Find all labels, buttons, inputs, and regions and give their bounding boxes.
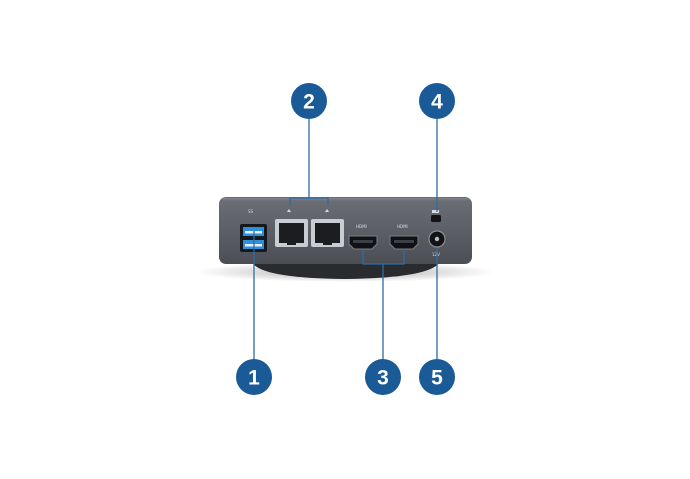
network-icon bbox=[325, 209, 329, 212]
dc-label: 12V bbox=[432, 252, 440, 257]
callout-4: 4 bbox=[419, 83, 455, 119]
callout-4-label: 4 bbox=[431, 91, 443, 114]
ethernet-port-1-socket bbox=[279, 223, 304, 243]
callout-3: 3 bbox=[365, 359, 401, 395]
leader-line-3 bbox=[362, 249, 405, 362]
ethernet-ports[interactable] bbox=[275, 209, 344, 247]
callout-5-label: 5 bbox=[431, 367, 443, 390]
lock-icon bbox=[432, 210, 439, 213]
callout-2-circle bbox=[291, 83, 327, 119]
hdmi-ports[interactable]: HDMI HDMI bbox=[348, 224, 419, 250]
leader-line-2 bbox=[289, 118, 329, 206]
chassis-top-edge bbox=[222, 198, 469, 201]
callout-5: 5 bbox=[419, 359, 455, 395]
hdmi-1-label: HDMI bbox=[356, 224, 367, 229]
callout-3-label: 3 bbox=[377, 367, 389, 390]
hdmi-2-label: HDMI bbox=[397, 224, 408, 229]
ethernet-port-2-socket bbox=[315, 223, 340, 243]
leader-lines bbox=[253, 118, 438, 362]
callout-2-label: 2 bbox=[303, 91, 315, 114]
callout-3-circle bbox=[365, 359, 401, 395]
callout-4-circle bbox=[419, 83, 455, 119]
hdmi-port-2-contact bbox=[394, 240, 414, 243]
ethernet-port-1-clip bbox=[287, 240, 296, 245]
network-icon bbox=[287, 209, 291, 212]
callout-1: 1 bbox=[236, 359, 272, 395]
callout-2: 2 bbox=[291, 83, 327, 119]
usb-ss-icon: SS bbox=[248, 209, 254, 214]
dc-power-jack[interactable]: 12V bbox=[428, 230, 446, 257]
mini-pc-device: SS HDMI HDMI bbox=[195, 197, 495, 282]
device-base bbox=[252, 262, 440, 279]
callout-5-circle bbox=[419, 359, 455, 395]
dc-jack-pin bbox=[434, 236, 440, 242]
callout-1-label: 1 bbox=[248, 367, 260, 390]
lock-slot[interactable] bbox=[431, 215, 441, 222]
callout-1-circle bbox=[236, 359, 272, 395]
hdmi-port-1-contact bbox=[353, 240, 373, 243]
ethernet-port-2-clip bbox=[323, 240, 332, 245]
security-lock-slot[interactable] bbox=[431, 210, 441, 222]
